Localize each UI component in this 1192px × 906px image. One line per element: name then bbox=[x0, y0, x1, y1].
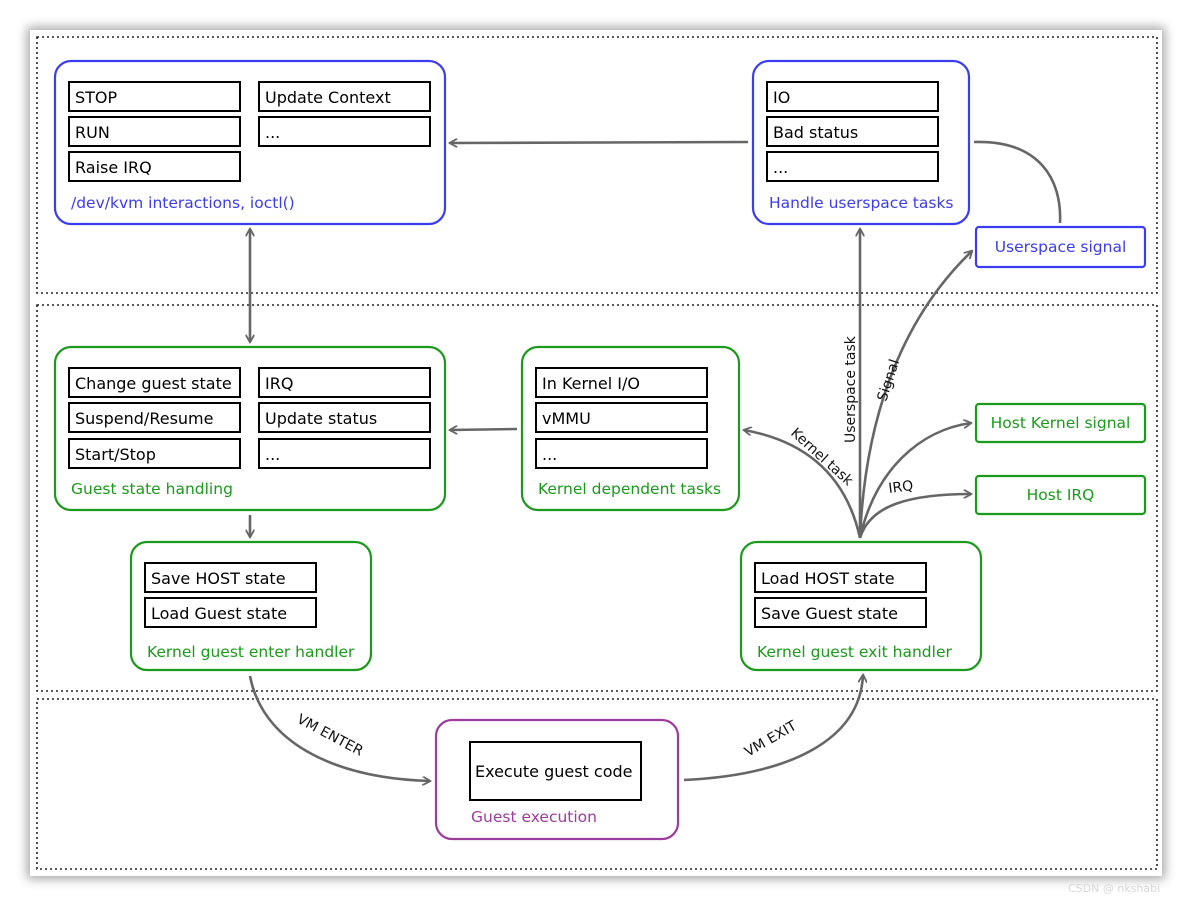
item-bad-status-label: Bad status bbox=[773, 123, 858, 142]
group-enter-handler: Save HOST state Load Guest state Kernel … bbox=[129, 540, 373, 672]
label-userspace-task: Userspace task bbox=[843, 335, 859, 443]
region-userspace bbox=[36, 36, 1158, 294]
item-in-kernel-io-label: In Kernel I/O bbox=[542, 374, 640, 393]
item-update-status: Update status bbox=[258, 402, 431, 433]
item-kvm-more-label: ... bbox=[265, 123, 280, 142]
item-execute-guest-code-label: Execute guest code bbox=[475, 762, 633, 781]
label-vm-enter: VM ENTER bbox=[294, 711, 366, 759]
arrows bbox=[248, 140, 1062, 782]
userspace-signal-box: Userspace signal bbox=[974, 225, 1147, 269]
group-kernel-tasks: In Kernel I/O vMMU ... Kernel dependent … bbox=[520, 345, 741, 512]
item-change-guest-state: Change guest state bbox=[68, 367, 241, 398]
arrow-vm-exit bbox=[683, 675, 863, 782]
group-exit-handler: Load HOST state Save Guest state Kernel … bbox=[739, 540, 983, 672]
watermark: CSDN @ nkshabi bbox=[1068, 882, 1160, 895]
arrow-host-kernel-signal bbox=[858, 423, 971, 539]
arrow-kernel-task bbox=[744, 430, 862, 539]
item-io-label: IO bbox=[773, 88, 790, 107]
item-bad-status: Bad status bbox=[766, 116, 939, 147]
item-save-host-state-label: Save HOST state bbox=[151, 569, 286, 588]
item-update-status-label: Update status bbox=[265, 409, 377, 428]
item-start-stop-label: Start/Stop bbox=[75, 445, 156, 464]
item-stop-label: STOP bbox=[75, 88, 118, 107]
userspace-signal-label: Userspace signal bbox=[995, 238, 1127, 256]
caption-enter-handler: Kernel guest enter handler bbox=[147, 643, 355, 661]
host-kernel-signal-box: Host Kernel signal bbox=[974, 402, 1147, 444]
caption-exit-handler: Kernel guest exit handler bbox=[757, 643, 952, 661]
item-irq: IRQ bbox=[258, 367, 431, 398]
item-start-stop: Start/Stop bbox=[68, 438, 241, 469]
item-execute-guest-code: Execute guest code bbox=[469, 741, 642, 801]
host-kernel-signal-label: Host Kernel signal bbox=[991, 414, 1131, 432]
item-raise-irq: Raise IRQ bbox=[68, 151, 241, 182]
caption-guest-execution: Guest execution bbox=[471, 808, 597, 826]
item-change-guest-state-label: Change guest state bbox=[75, 374, 232, 393]
item-load-host-state: Load HOST state bbox=[754, 562, 927, 593]
label-vm-exit: VM EXIT bbox=[742, 718, 800, 761]
group-kvm-interactions: STOP RUN Raise IRQ Update Context ... /d… bbox=[53, 59, 447, 226]
item-run: RUN bbox=[68, 116, 241, 147]
item-userspace-more: ... bbox=[766, 151, 939, 182]
label-irq: IRQ bbox=[888, 478, 915, 497]
item-save-guest-state: Save Guest state bbox=[754, 597, 927, 628]
arrow-kernel-tasks-to-guest-state bbox=[450, 429, 518, 430]
item-update-context-label: Update Context bbox=[265, 88, 391, 107]
item-guest-state-more: ... bbox=[258, 438, 431, 469]
caption-guest-state: Guest state handling bbox=[71, 480, 233, 498]
item-save-host-state: Save HOST state bbox=[144, 562, 317, 593]
item-kernel-tasks-more-label: ... bbox=[542, 445, 557, 464]
caption-kernel-tasks: Kernel dependent tasks bbox=[538, 480, 721, 498]
host-irq-box: Host IRQ bbox=[974, 474, 1147, 516]
item-userspace-more-label: ... bbox=[773, 158, 788, 177]
item-stop: STOP bbox=[68, 81, 241, 112]
arrow-vm-enter bbox=[248, 675, 430, 781]
arrow-signal bbox=[858, 251, 972, 539]
caption-userspace-tasks: Handle userspace tasks bbox=[769, 194, 954, 212]
item-in-kernel-io: In Kernel I/O bbox=[535, 367, 708, 398]
item-vmmu: vMMU bbox=[535, 402, 708, 433]
item-load-guest-state-label: Load Guest state bbox=[151, 604, 287, 623]
label-signal: Signal bbox=[875, 357, 904, 403]
item-load-guest-state: Load Guest state bbox=[144, 597, 317, 628]
item-save-guest-state-label: Save Guest state bbox=[761, 604, 898, 623]
item-guest-state-more-label: ... bbox=[265, 445, 280, 464]
group-userspace-tasks: IO Bad status ... Handle userspace tasks bbox=[751, 59, 971, 226]
item-load-host-state-label: Load HOST state bbox=[761, 569, 895, 588]
arrow-irq bbox=[858, 494, 971, 539]
item-vmmu-label: vMMU bbox=[542, 409, 591, 428]
group-guest-state: Change guest state Suspend/Resume Start/… bbox=[53, 345, 447, 512]
item-update-context: Update Context bbox=[258, 81, 431, 112]
region-kernel bbox=[36, 304, 1158, 692]
item-kernel-tasks-more: ... bbox=[535, 438, 708, 469]
item-run-label: RUN bbox=[75, 123, 110, 142]
region-guest bbox=[36, 698, 1158, 870]
host-irq-label: Host IRQ bbox=[1027, 486, 1095, 504]
group-guest-execution: Execute guest code Guest execution bbox=[434, 718, 680, 841]
item-raise-irq-label: Raise IRQ bbox=[75, 158, 152, 177]
item-kvm-more: ... bbox=[258, 116, 431, 147]
item-io: IO bbox=[766, 81, 939, 112]
item-suspend-resume-label: Suspend/Resume bbox=[75, 409, 213, 428]
connector-userspace-signal bbox=[973, 140, 1062, 224]
item-suspend-resume: Suspend/Resume bbox=[68, 402, 241, 433]
caption-kvm-interactions: /dev/kvm interactions, ioctl() bbox=[71, 194, 295, 212]
item-irq-label: IRQ bbox=[265, 374, 293, 393]
arrow-userspace-to-kvm bbox=[450, 142, 749, 143]
